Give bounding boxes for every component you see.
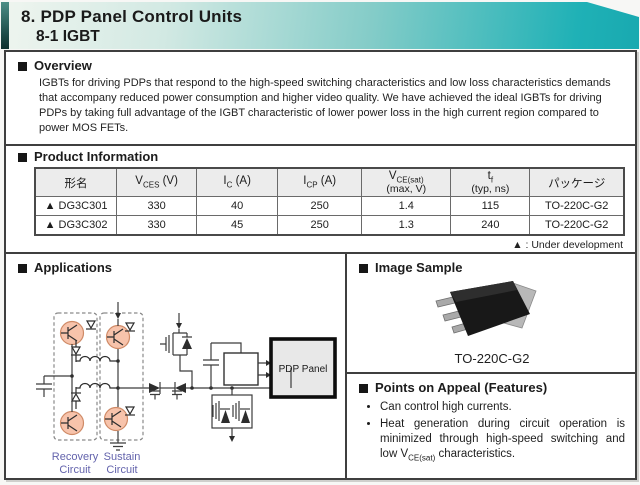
table-row: ▲ DG3C301 330 40 250 1.4 115 TO-220C-G2 xyxy=(34,196,625,216)
col-header-ic: IC (A) xyxy=(196,167,279,197)
header-accent-bar xyxy=(1,2,9,49)
sustain-circuit-label2: Circuit xyxy=(106,464,137,476)
cell-vcesat: 1.4 xyxy=(361,196,452,216)
section-points-on-appeal: Points on Appeal (Features) Can control … xyxy=(347,374,635,478)
square-bullet-icon xyxy=(18,61,27,71)
pdp-arrows xyxy=(258,360,271,378)
image-sample-heading: Image Sample xyxy=(359,261,625,275)
package-photo xyxy=(359,276,625,351)
cell-package: TO-220C-G2 xyxy=(529,215,625,236)
section-image-sample: Image Sample xyxy=(347,254,635,374)
content-frame: Overview IGBTs for driving PDPs that res… xyxy=(4,50,637,480)
bridge-pair xyxy=(211,388,253,442)
circuit-svg: Recovery Circuit Sustain Circuit PDP Pan… xyxy=(36,302,337,476)
recovery-circuit-label2: Circuit xyxy=(59,464,90,476)
mosfet-top xyxy=(160,313,193,388)
col-header-icp: ICP (A) xyxy=(277,167,363,197)
applications-heading-label: Applications xyxy=(34,260,113,275)
cell-icp: 250 xyxy=(277,215,363,236)
feature-item: Heat generation during circuit operation… xyxy=(380,417,625,465)
under-development-note: ▲ : Under development xyxy=(512,239,623,251)
image-sample-heading-label: Image Sample xyxy=(375,260,463,275)
section-bottom: Applications xyxy=(6,254,635,478)
cell-icp: 250 xyxy=(277,196,363,216)
sustain-circuit-box xyxy=(99,312,144,441)
cell-ic: 40 xyxy=(196,196,279,216)
ground-symbol xyxy=(110,442,126,451)
feature-item: Can control high currents. xyxy=(380,400,625,415)
cell-package: TO-220C-G2 xyxy=(529,196,625,216)
page-header-banner: 8. PDP Panel Control Units 8-1 IGBT xyxy=(1,2,639,49)
section-overview: Overview IGBTs for driving PDPs that res… xyxy=(6,52,635,146)
square-bullet-icon xyxy=(18,152,27,162)
inductor-coils xyxy=(76,355,118,389)
igbt-highlight-circles xyxy=(59,320,131,436)
application-circuit-diagram: Recovery Circuit Sustain Circuit PDP Pan… xyxy=(14,277,345,478)
page-title: 8. PDP Panel Control Units 8-1 IGBT xyxy=(1,2,639,46)
cell-tf: 115 xyxy=(450,196,531,216)
bus-switch-b xyxy=(172,382,186,400)
sustain-circuit-label: Sustain xyxy=(104,451,141,463)
cell-model: ▲ DG3C301 xyxy=(34,196,118,216)
section-applications: Applications xyxy=(6,254,347,478)
capacitor-left xyxy=(36,376,52,397)
product-info-heading-label: Product Information xyxy=(34,149,159,164)
section-product-info: Product Information 形名 VCES (V) IC (A) I… xyxy=(6,146,635,254)
product-table: 形名 VCES (V) IC (A) ICP (A) VCE(sat) (max… xyxy=(34,167,625,236)
col-header-package: パッケージ xyxy=(529,167,625,197)
cell-tf: 240 xyxy=(450,215,531,236)
capacitor-mid xyxy=(203,343,219,388)
package-caption: TO-220C-G2 xyxy=(454,351,530,366)
header-corner-cut xyxy=(587,2,639,17)
features-list: Can control high currents. Heat generati… xyxy=(367,400,625,465)
igbt-symbols xyxy=(61,324,124,432)
square-bullet-icon xyxy=(18,263,27,273)
cell-model: ▲ DG3C302 xyxy=(34,215,118,236)
table-header-row: 形名 VCES (V) IC (A) ICP (A) VCE(sat) (max… xyxy=(34,167,625,197)
col-header-model: 形名 xyxy=(34,167,118,197)
table-row: ▲ DG3C302 330 45 250 1.3 240 TO-220C-G2 xyxy=(34,215,625,236)
overview-text: IGBTs for driving PDPs that respond to t… xyxy=(39,77,611,134)
package-image-svg xyxy=(435,281,537,336)
right-column: Image Sample xyxy=(347,254,635,478)
applications-heading: Applications xyxy=(18,261,345,275)
page-title-line2: 8-1 IGBT xyxy=(36,28,100,45)
col-header-vces: VCES (V) xyxy=(116,167,198,197)
pdp-panel-box xyxy=(269,337,337,399)
recovery-circuit-label: Recovery xyxy=(52,451,99,463)
square-bullet-icon xyxy=(359,383,368,393)
cell-vces: 330 xyxy=(116,196,198,216)
diode-symbols xyxy=(70,320,136,416)
pdp-panel-label: PDP Panel xyxy=(279,364,328,375)
product-info-heading: Product Information xyxy=(18,150,625,164)
driver-box xyxy=(223,352,259,386)
points-heading-label: Points on Appeal (Features) xyxy=(375,380,548,395)
col-header-vcesat: VCE(sat) (max, V) xyxy=(361,167,452,197)
page-title-line1: 8. PDP Panel Control Units xyxy=(21,7,243,26)
col-header-tf: tf (typ, ns) xyxy=(450,167,531,197)
cell-ic: 45 xyxy=(196,215,279,236)
cell-vcesat: 1.3 xyxy=(361,215,452,236)
square-bullet-icon xyxy=(359,263,368,273)
overview-heading: Overview xyxy=(18,59,625,73)
cell-vces: 330 xyxy=(116,215,198,236)
overview-heading-label: Overview xyxy=(34,58,92,73)
points-heading: Points on Appeal (Features) xyxy=(359,381,625,395)
package-top-face xyxy=(450,281,517,302)
bus-switch-a xyxy=(149,382,161,400)
supply-arrow xyxy=(115,313,121,319)
